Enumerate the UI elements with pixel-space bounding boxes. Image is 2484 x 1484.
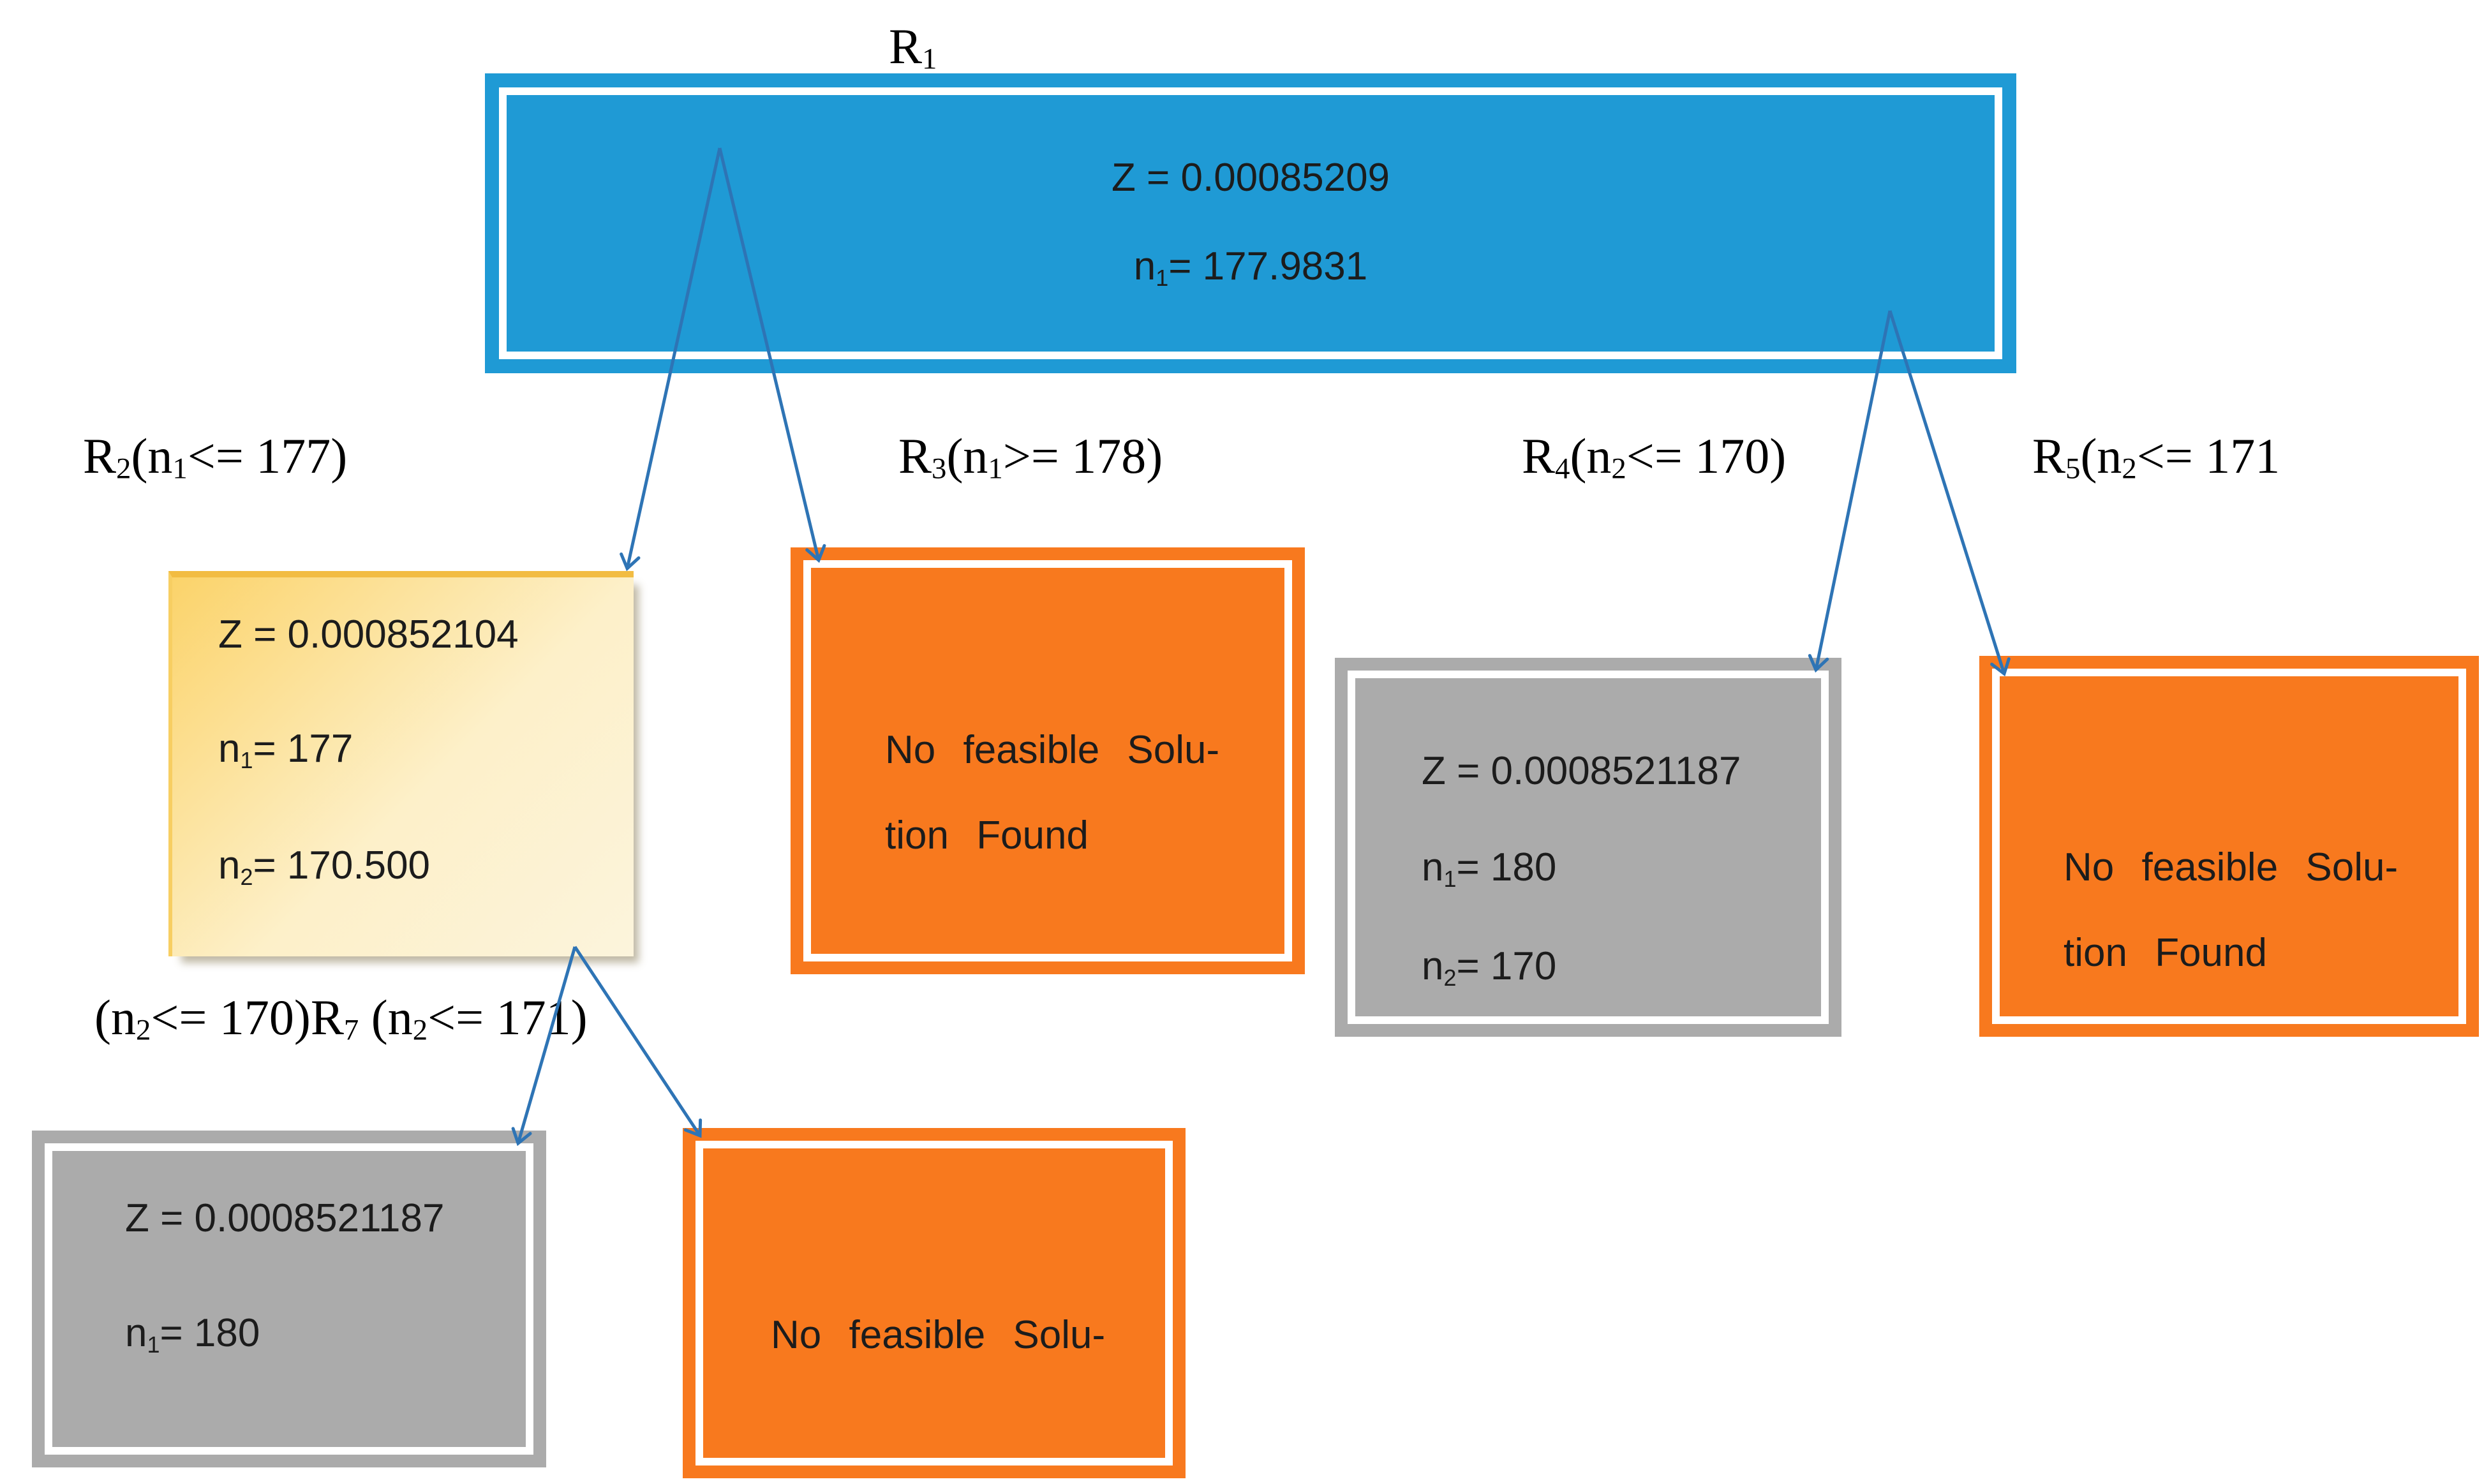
node-r1-line-z: Z = 0.00085209	[1111, 156, 1390, 200]
node-r1-line-n1: n1= 177.9831	[1133, 244, 1368, 292]
node-r4-line-n2: n2= 170	[1422, 944, 1557, 991]
node-r2-content: Z = 0.000852104 n1= 177 n2= 170.500	[172, 577, 634, 956]
node-r2-line-z: Z = 0.000852104	[218, 612, 519, 657]
node-r6-line-z: Z = 0.0008521187	[125, 1196, 445, 1240]
label-r4: R4(n2<= 170)	[1522, 428, 1787, 486]
node-r6: Z = 0.0008521187 n1= 180	[32, 1131, 546, 1467]
label-r6-r7: (n2<= 170)R7 (n2<= 171)	[94, 990, 588, 1047]
node-r3-content: No feasible Solu- tion Found	[791, 547, 1305, 974]
node-r5-line-1: No feasible Solu-	[2064, 845, 2398, 889]
node-r5: No feasible Solu- tion Found	[1979, 656, 2479, 1037]
node-r3: No feasible Solu- tion Found	[791, 547, 1305, 974]
label-r5: R5(n2<= 171	[2032, 428, 2280, 486]
node-r4-content: Z = 0.0008521187 n1= 180 n2= 170	[1335, 658, 1841, 1037]
node-r5-line-2: tion Found	[2064, 931, 2267, 975]
node-r7: No feasible Solu-	[683, 1128, 1186, 1478]
node-r4-line-n1: n1= 180	[1422, 845, 1557, 893]
node-r7-line-1: No feasible Solu-	[771, 1312, 1106, 1357]
node-r2-line-n1: n1= 177	[218, 727, 353, 774]
node-r6-content: Z = 0.0008521187 n1= 180	[32, 1131, 546, 1467]
node-r2-line-n2: n2= 170.500	[218, 843, 431, 890]
node-r4: Z = 0.0008521187 n1= 180 n2= 170	[1335, 658, 1841, 1037]
node-r6-line-n1: n1= 180	[125, 1310, 260, 1358]
node-r7-content: No feasible Solu-	[683, 1128, 1186, 1478]
label-r1: R1	[889, 19, 937, 76]
node-r2: Z = 0.000852104 n1= 177 n2= 170.500	[168, 571, 634, 956]
node-r4-line-z: Z = 0.0008521187	[1422, 748, 1741, 793]
node-r5-content: No feasible Solu- tion Found	[1979, 656, 2479, 1037]
node-r3-line-2: tion Found	[885, 813, 1089, 857]
label-r2: R2(n1<= 177)	[83, 428, 348, 486]
node-r1-content: Z = 0.00085209 n1= 177.9831	[485, 73, 2016, 373]
edge-r2-to-r7	[573, 946, 703, 1138]
node-r1: Z = 0.00085209 n1= 177.9831	[485, 73, 2016, 373]
node-r3-line-1: No feasible Solu-	[885, 727, 1220, 772]
label-r3: R3(n1>= 178)	[898, 428, 1163, 486]
